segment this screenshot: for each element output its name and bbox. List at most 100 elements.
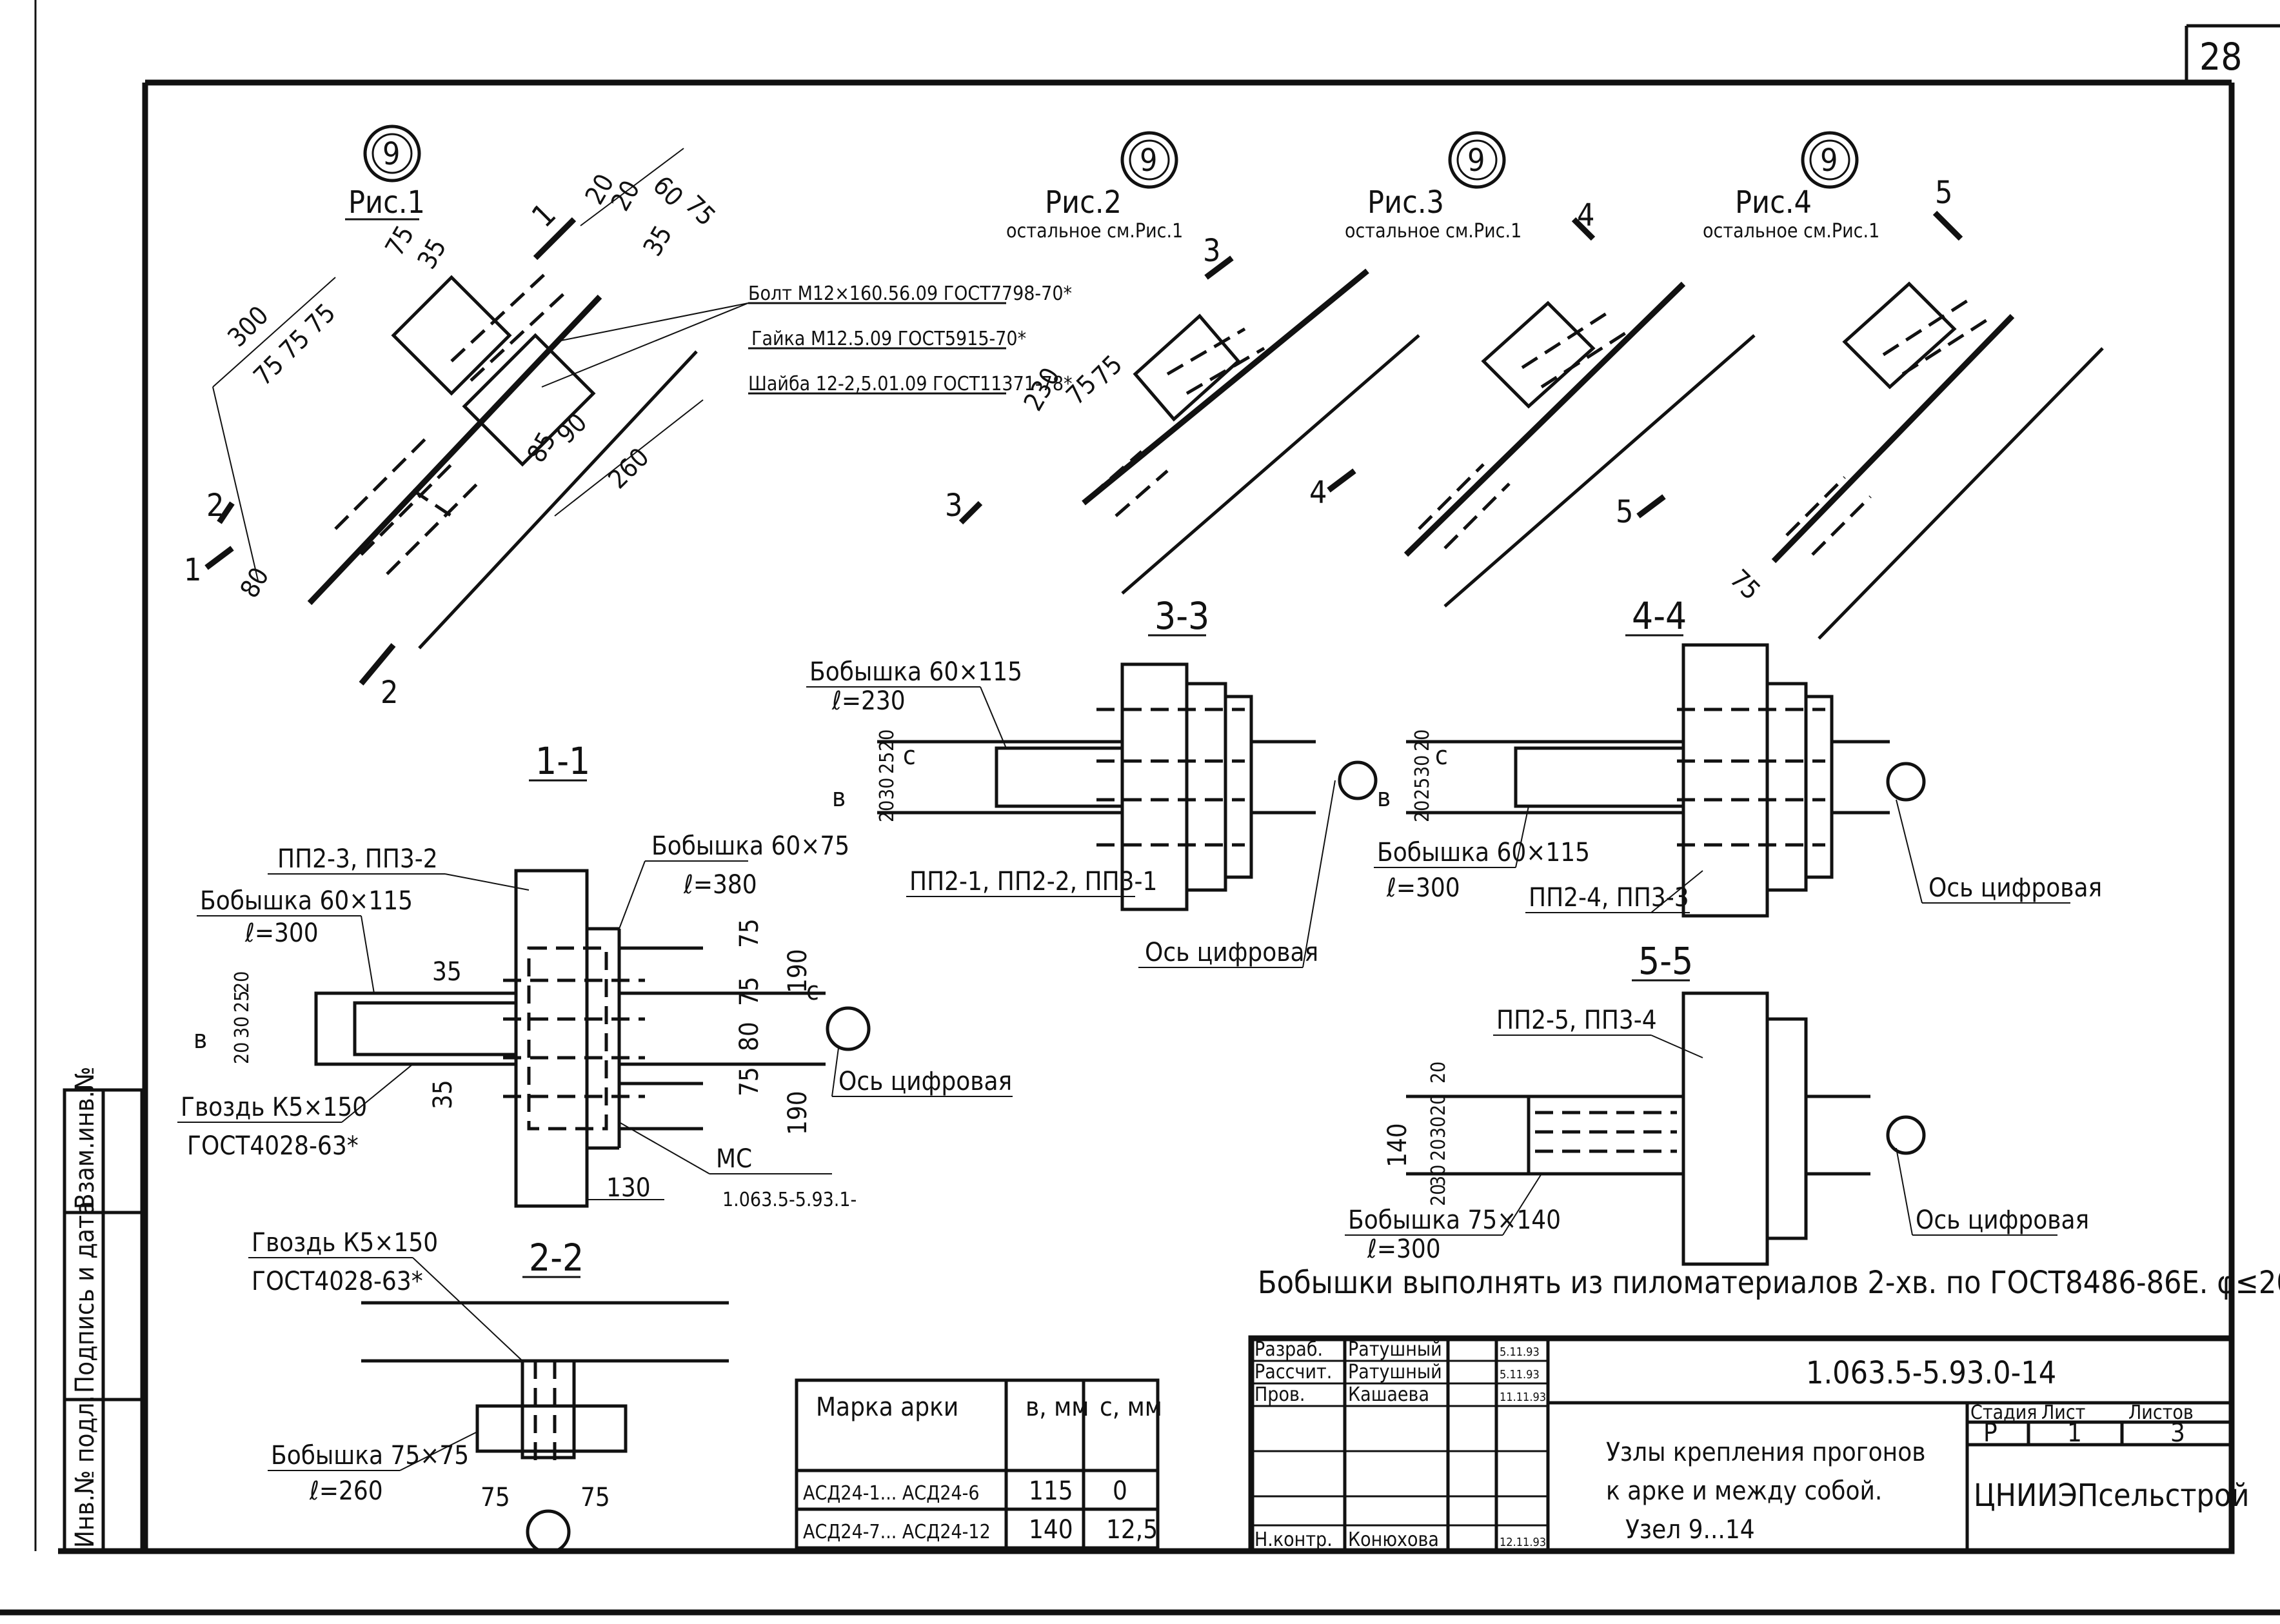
- s11-pp-label: ПП2-3, ПП3-2: [277, 844, 438, 874]
- node-number-fig1: 9: [382, 136, 400, 172]
- s11-dim: 75: [735, 918, 764, 948]
- section-4-4-title: 4-4: [1632, 594, 1687, 638]
- s44-dim: 25: [1411, 778, 1434, 800]
- table-cell: 115: [1029, 1476, 1073, 1506]
- s11-dim: 80: [735, 1022, 764, 1051]
- s44-c-label: с: [1435, 741, 1448, 771]
- section-mark-label: 4: [1577, 197, 1594, 233]
- s11-mc-label: МС: [716, 1144, 752, 1174]
- s33-bob-label: Бобышка 60×115: [809, 657, 1022, 687]
- tb-role: Рассчит.: [1254, 1361, 1332, 1383]
- s44-b-label: в: [1377, 783, 1391, 813]
- section-mark-label: 5: [1935, 175, 1952, 211]
- table-header-b: в, мм: [1026, 1392, 1089, 1422]
- s22-bob-label: Бобышка 75×75: [271, 1441, 469, 1471]
- section-1-1: 1-1 ПП2-3, ПП3-2 Бобышка 60×115 ℓ=300 Бо…: [177, 739, 1013, 1211]
- node-circle-fig4: [1801, 131, 1859, 189]
- s11-axis-label: Ось цифровая: [838, 1067, 1012, 1096]
- s55-dim: 20: [1427, 1139, 1450, 1161]
- fig3-note: остальное см.Рис.1: [1345, 220, 1522, 243]
- fig2-note: остальное см.Рис.1: [1006, 220, 1183, 243]
- table-cell: 12,5: [1106, 1515, 1158, 1545]
- tb-org: ЦНИИЭПсельстрой: [1974, 1478, 2249, 1514]
- tb-role: Пров.: [1254, 1383, 1305, 1406]
- s55-bob-label: Бобышка 75×140: [1348, 1205, 1561, 1235]
- fig1-dim: 60: [647, 171, 689, 213]
- tb-sheets-label: Листов: [2128, 1401, 2194, 1424]
- section-1-1-title: 1-1: [535, 739, 590, 783]
- s11-dim: 20: [231, 971, 253, 993]
- tb-date: 5.11.93: [1500, 1345, 1540, 1359]
- fig4-note: остальное см.Рис.1: [1703, 220, 1879, 243]
- title-block: Разраб. Ратушный 5.11.93 Рассчит. Ратушн…: [1248, 1335, 2249, 1554]
- s11-dim: 20: [231, 1042, 253, 1064]
- hardware-callouts: Болт М12×160.56.09 ГОСТ7798-70* Гайка М1…: [541, 282, 1073, 395]
- s33-bob-length: ℓ=230: [831, 686, 906, 716]
- table-cell: АСД24-1... АСД24-6: [803, 1482, 980, 1505]
- fig3-member: [1403, 281, 1686, 557]
- s44-axis-label: Ось цифровая: [1928, 873, 2102, 903]
- s55-dim: 140: [1383, 1123, 1413, 1167]
- tb-stage-label: Стадия: [1970, 1401, 2037, 1424]
- tb-date: 12.11.93: [1500, 1536, 1546, 1549]
- s44-bob-label: Бобышка 60×115: [1377, 838, 1590, 867]
- section-5-5-title: 5-5: [1638, 939, 1693, 983]
- callout-bolt: Болт М12×160.56.09 ГОСТ7798-70*: [748, 282, 1072, 305]
- node-number-fig2: 9: [1140, 143, 1157, 179]
- s11-mc-doc: 1.063.5-5.93.1-: [722, 1189, 857, 1211]
- tb-title-line: к арке и между собой.: [1606, 1476, 1882, 1506]
- fig1-dim: 75: [274, 324, 316, 366]
- s11-bob1-length: ℓ=300: [244, 918, 319, 948]
- s55-axis-label: Ось цифровая: [1916, 1205, 2089, 1235]
- s11-dim: 75: [735, 1067, 764, 1096]
- fig1-member: [307, 294, 602, 606]
- s11-bob1-label: Бобышка 60×115: [200, 886, 413, 916]
- side-stamp-replace: Взам.инв.№: [70, 1067, 100, 1209]
- tb-sheet: 1: [2067, 1418, 2082, 1448]
- fig4-title: Рис.4: [1735, 184, 1812, 221]
- s11-bob2-label: Бобышка 60×75: [651, 831, 849, 861]
- s33-c-label: с: [903, 741, 916, 771]
- callout-washer: Шайба 12-2,5.01.09 ГОСТ11371-78*: [748, 373, 1073, 395]
- table-cell: АСД24-7... АСД24-12: [803, 1521, 991, 1543]
- fig3-title: Рис.3: [1367, 184, 1444, 221]
- s55-dim: 20: [1427, 1184, 1450, 1206]
- s11-c-label: с: [806, 976, 819, 1006]
- s44-pp-label: ПП2-4, ПП3-3: [1529, 883, 1689, 913]
- s11-nail-gost: ГОСТ4028-63*: [187, 1131, 359, 1161]
- figure-1: 9 Рис.1 300 75 75 75 75 35 20 20 60 75 3…: [184, 124, 721, 711]
- s55-pp-label: ПП2-5, ПП3-4: [1496, 1005, 1657, 1035]
- section-mark-label: 4: [1309, 475, 1327, 511]
- tb-sheets: 3: [2170, 1418, 2185, 1448]
- node-circle-fig3: [1448, 131, 1506, 189]
- table-header-c: с, мм: [1100, 1392, 1162, 1422]
- sheet-number: 28: [2199, 35, 2242, 79]
- fig1-dim: 35: [638, 221, 679, 261]
- tb-role: Разраб.: [1254, 1338, 1323, 1361]
- s33-pp-label: ПП2-1, ПП2-2, ПП3-1: [909, 867, 1157, 896]
- fig1-dim: 260: [603, 442, 655, 495]
- tb-doc-number: 1.063.5-5.93.0-14: [1806, 1355, 2056, 1391]
- s33-axis-label: Ось цифровая: [1145, 938, 1318, 967]
- section-mark-label: 2: [206, 488, 224, 524]
- tb-title-line: Узел 9...14: [1625, 1515, 1755, 1545]
- s33-dim: 30: [876, 778, 898, 800]
- s33-b-label: в: [832, 783, 846, 813]
- fig1-block: [391, 275, 512, 396]
- s44-dim: 30: [1411, 755, 1434, 777]
- s55-dim: 30: [1427, 1116, 1450, 1138]
- node-circle-fig2: [1120, 131, 1178, 189]
- s55-dim: 30: [1427, 1165, 1450, 1187]
- s55-dim: 20: [1427, 1062, 1450, 1084]
- tb-date: 5.11.93: [1500, 1368, 1540, 1381]
- table-header-mark: Марка арки: [816, 1392, 958, 1422]
- material-note: Бобышки выполнять из пиломатериалов 2-хв…: [1258, 1265, 2280, 1301]
- fig2-dim: 230: [1018, 363, 1066, 416]
- tb-stage: Р: [1983, 1418, 1997, 1448]
- fig1-title: Рис.1: [348, 184, 425, 221]
- node-number-fig4: 9: [1820, 143, 1838, 179]
- s44-bob-length: ℓ=300: [1386, 873, 1460, 903]
- s11-dim: 25: [231, 991, 253, 1013]
- section-mark-label: 1: [525, 196, 563, 234]
